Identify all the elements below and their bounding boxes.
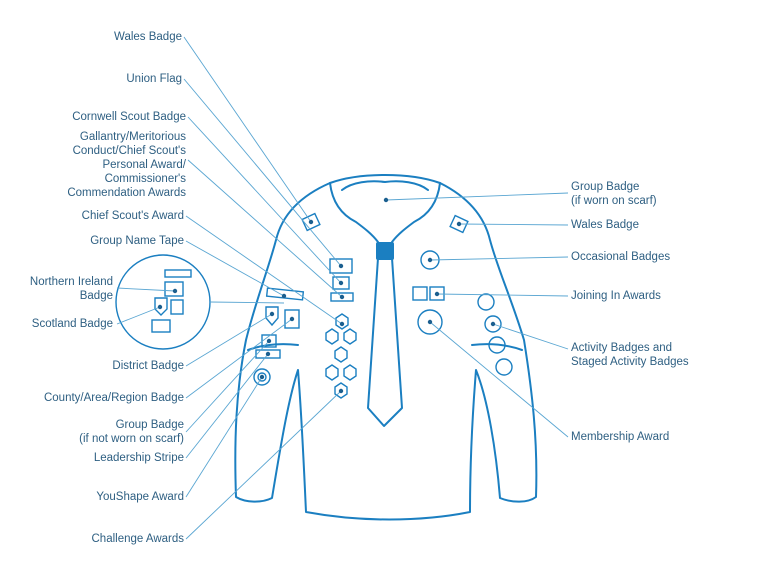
left-side-items xyxy=(254,214,356,398)
label-leadership-stripe: Leadership Stripe xyxy=(94,451,184,465)
activity-badge-shape xyxy=(496,359,512,375)
challenge-award-hex xyxy=(344,329,356,344)
woggle xyxy=(376,242,394,260)
activity-badge-shape xyxy=(478,294,494,310)
label-cornwell-scout-badge: Cornwell Scout Badge xyxy=(72,110,186,124)
label-group-name-tape: Group Name Tape xyxy=(90,234,184,248)
label-membership-award: Membership Award xyxy=(571,430,669,444)
label-wales-badge-right: Wales Badge xyxy=(571,218,639,232)
label-occasional-badges: Occasional Badges xyxy=(571,250,670,264)
zoom-inset xyxy=(116,255,210,349)
label-gallantry-awards: Gallantry/Meritorious Conduct/Chief Scou… xyxy=(67,130,186,200)
label-county-badge: County/Area/Region Badge xyxy=(44,391,184,405)
label-scotland-badge: Scotland Badge xyxy=(32,317,113,331)
label-district-badge: District Badge xyxy=(112,359,184,373)
label-challenge-awards: Challenge Awards xyxy=(92,532,185,546)
label-youshape-award: YouShape Award xyxy=(96,490,184,504)
challenge-award-hex xyxy=(326,365,338,380)
group-name-tape-shape xyxy=(267,288,304,300)
label-group-badge-not-scarf: Group Badge (if not worn on scarf) xyxy=(79,418,184,446)
label-chief-scouts-award: Chief Scout's Award xyxy=(82,209,184,223)
label-wales-badge-left: Wales Badge xyxy=(114,30,182,44)
joining-in-award-shape xyxy=(413,287,427,300)
label-union-flag: Union Flag xyxy=(126,72,182,86)
label-activity-badges: Activity Badges and Staged Activity Badg… xyxy=(571,341,689,369)
label-joining-in-awards: Joining In Awards xyxy=(571,289,661,303)
label-northern-ireland-badge: Northern Ireland Badge xyxy=(30,275,113,303)
shirt-outline xyxy=(235,175,536,520)
challenge-award-hex xyxy=(344,365,356,380)
challenge-award-hex xyxy=(326,329,338,344)
challenge-award-hex xyxy=(335,347,347,362)
label-group-badge-scarf: Group Badge (if worn on scarf) xyxy=(571,180,657,208)
